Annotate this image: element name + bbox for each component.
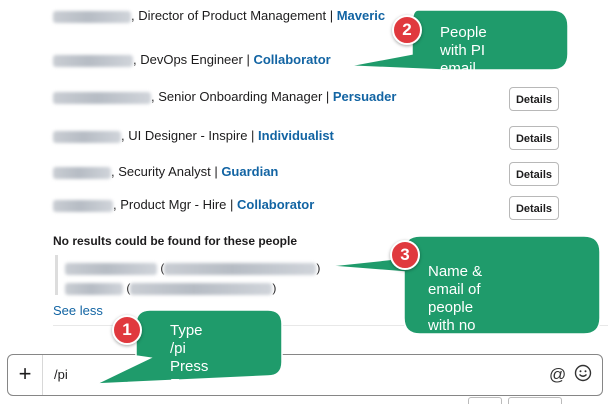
blurred-name [53,166,111,179]
blurred-name [53,199,113,212]
blurred-email [130,282,273,295]
message-composer[interactable]: + /pi @ [7,354,603,396]
callout-three-text: Name & email of people with no matching … [428,263,489,371]
blurred-email [164,262,317,275]
persona-link[interactable]: Collaborator [253,52,331,67]
no-results-heading: No results could be found for these peop… [53,234,298,248]
badge-two: 2 [392,15,422,45]
details-button[interactable]: Details [509,162,559,186]
person-title: , Security Analyst | [111,164,222,179]
persona-link[interactable]: Individualist [258,128,334,143]
unmatched-person: () [65,260,320,276]
callout-two-line-1: People with PI [440,24,487,59]
emoji-icon[interactable] [574,364,592,387]
callout-one-line-1: Type /pi [170,322,203,357]
person-row: , Director of Product Management | Maver… [53,6,385,26]
at-icon[interactable]: @ [549,365,567,384]
blurred-name [53,91,151,104]
badge-one: 1 [112,315,142,345]
person-title: , UI Designer - Inspire | [121,128,259,143]
callout-one-line-2: Press Enter [170,358,209,393]
blurred-name [53,10,131,23]
callout-two-line-2: email match [440,60,481,95]
person-title: , DevOps Engineer | [133,52,254,67]
quote-bar [55,255,58,295]
callout-two-text: People with PI email match [440,24,487,96]
open-paren: ( [126,281,131,295]
unmatched-person: () [65,280,276,296]
person-row: , DevOps Engineer | Collaborator [53,50,331,70]
blurred-name [53,130,121,143]
person-title: , Product Mgr - Hire | [113,197,238,212]
open-paren: ( [160,261,165,275]
plus-icon[interactable]: + [8,355,43,395]
persona-link[interactable]: Persuader [332,89,397,104]
close-paren: ) [272,281,277,295]
callout-three-line-2: people with no [428,299,476,334]
person-row: , UI Designer - Inspire | Individualist [53,126,334,146]
badge-three: 3 [390,240,420,270]
person-row: , Product Mgr - Hire | Collaborator [53,195,314,215]
person-row: , Senior Onboarding Manager | Persuader [53,87,396,107]
blurred-name [65,262,157,275]
person-title: , Senior Onboarding Manager | [151,89,333,104]
composer-input[interactable]: /pi [54,367,68,382]
persona-link[interactable]: Guardian [221,164,279,179]
person-title: , Director of Product Management | [131,8,337,23]
details-button[interactable]: Details [509,196,559,220]
persona-link[interactable]: Maveric [336,8,386,23]
callout-three-line-3: matching email [428,335,489,370]
callout-one-text: Type /pi Press Enter [170,322,208,394]
details-button[interactable]: Details [509,87,559,111]
details-button[interactable]: Details [509,126,559,150]
callout-three-line-1: Name & email of [428,263,483,298]
blurred-name [65,282,123,295]
blurred-name [53,54,133,67]
close-paren: ) [316,261,321,275]
see-less-link[interactable]: See less [53,303,103,318]
divider [53,325,608,326]
person-row: , Security Analyst | Guardian [53,162,278,182]
persona-link[interactable]: Collaborator [237,197,315,212]
